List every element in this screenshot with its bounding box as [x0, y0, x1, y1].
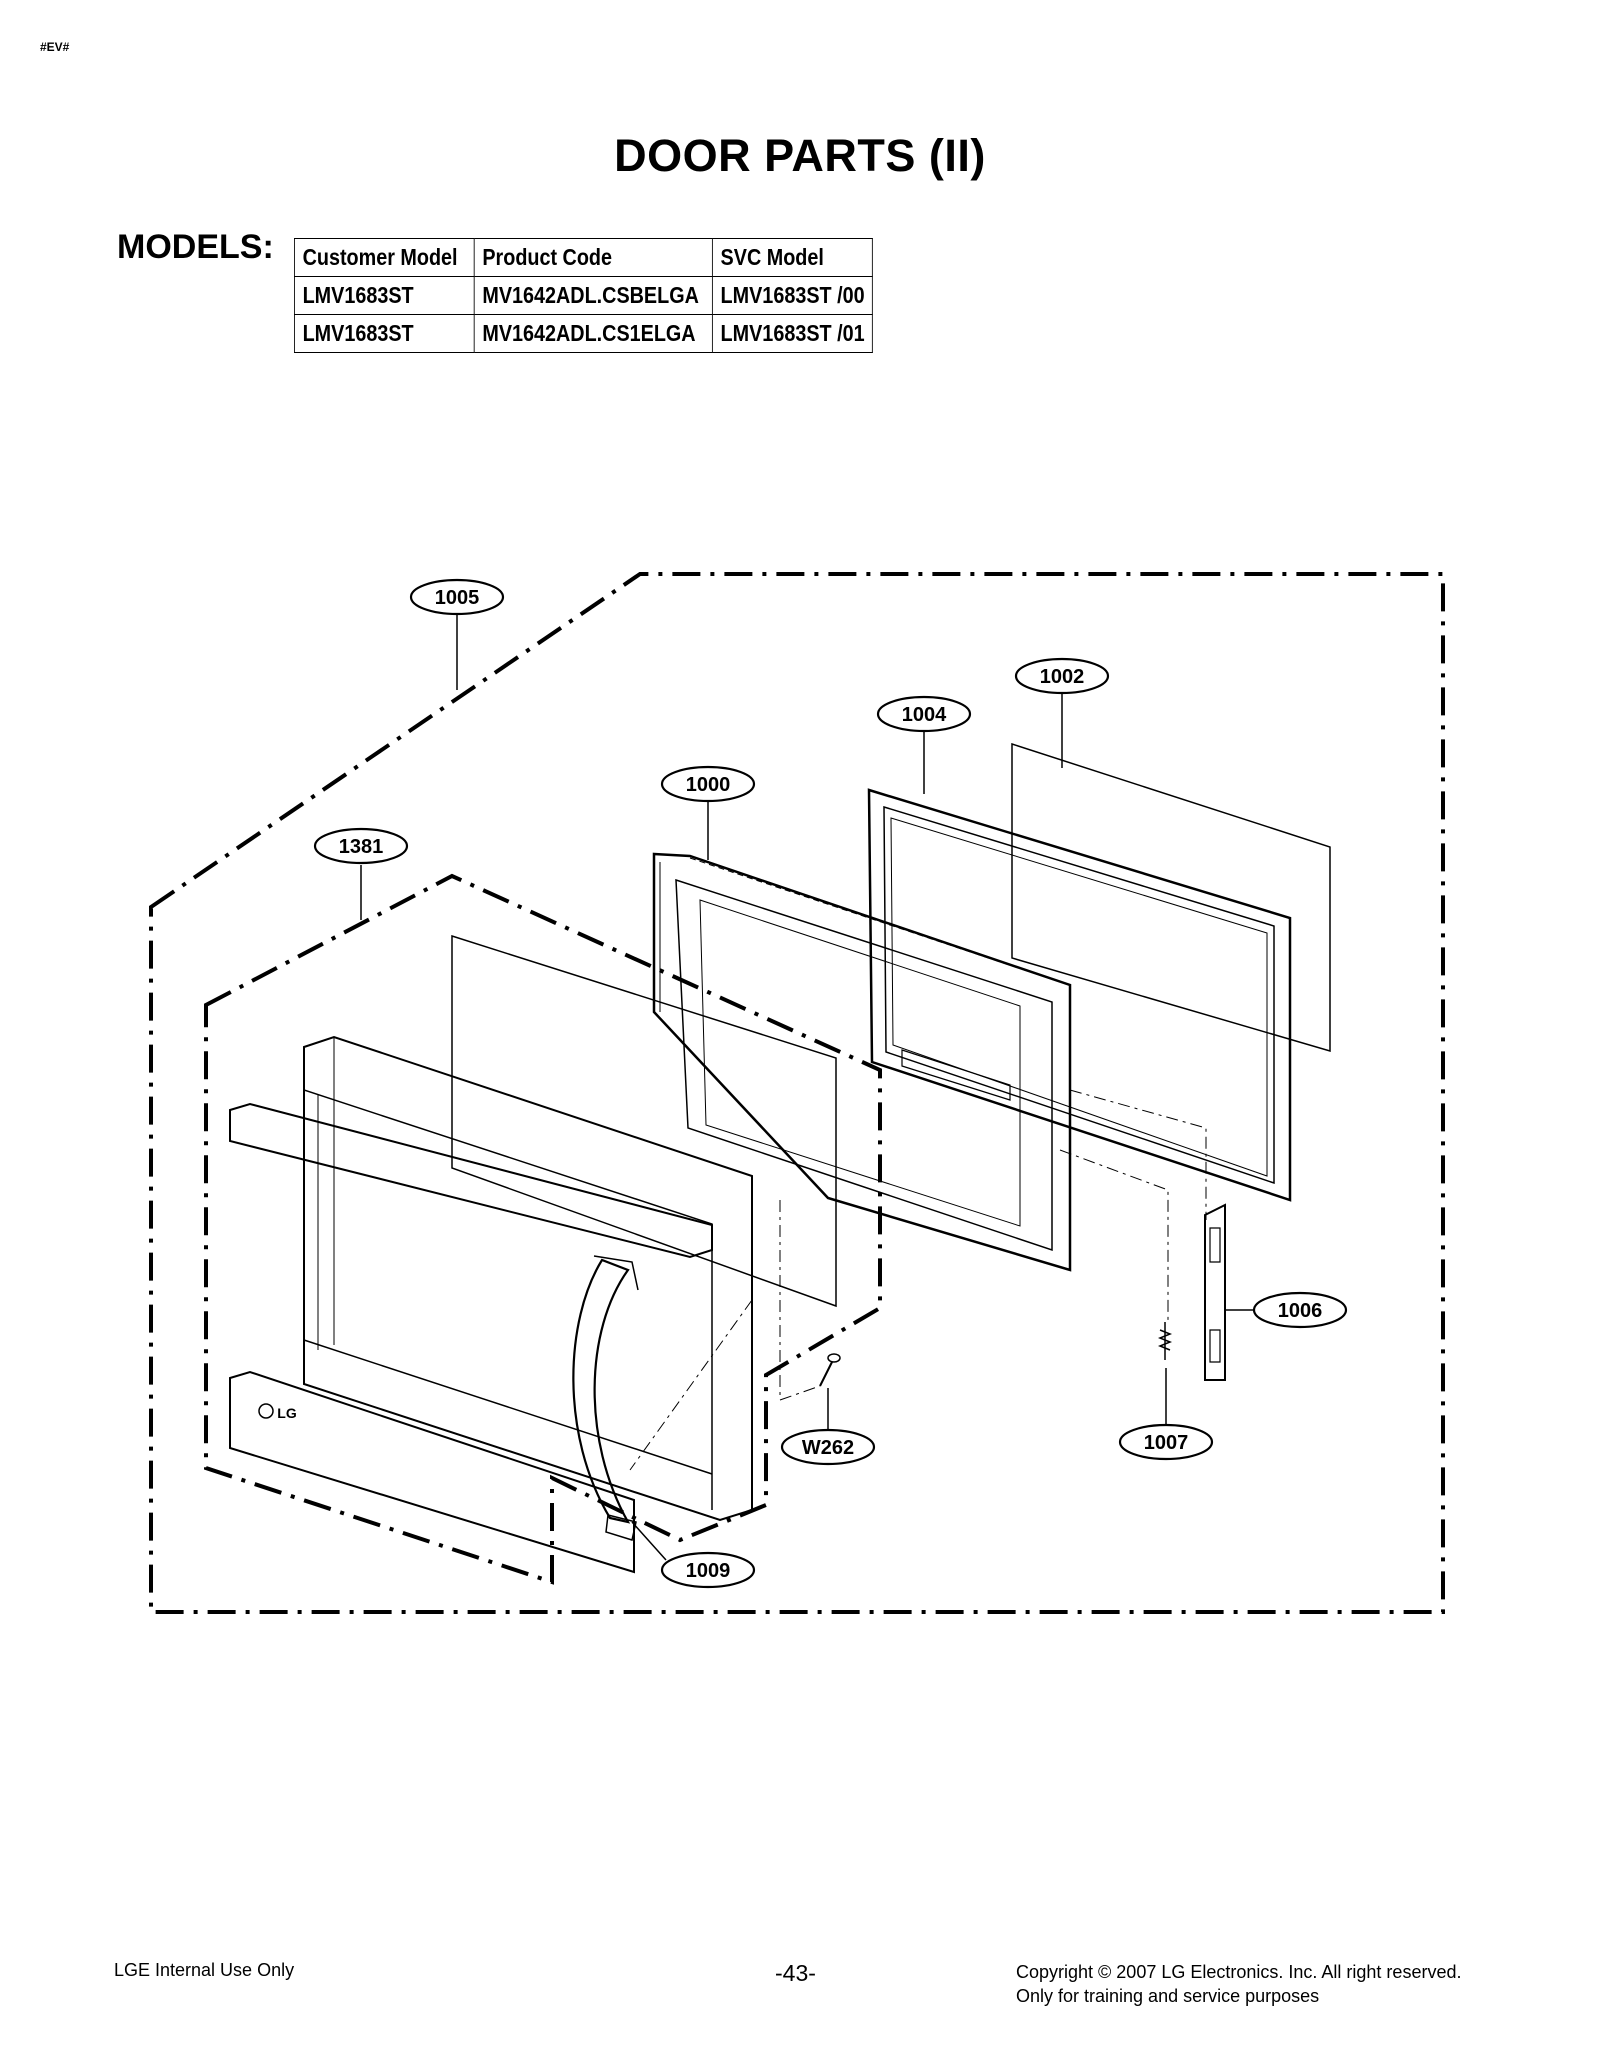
assembly-boundary-1005 — [149, 572, 1445, 1614]
part-label-1009: 1009 — [686, 1560, 731, 1582]
column-header: SVC Model — [711, 238, 874, 277]
footer-internal-use: LGE Internal Use Only — [114, 1960, 295, 1980]
svc-model-cell: LMV1683ST /01 — [711, 314, 874, 353]
page-title: DOOR PARTS (II) — [614, 130, 986, 181]
callout-oval-1009 — [660, 1551, 756, 1589]
frame-1004 — [867, 788, 1292, 1202]
callout-oval-1381 — [313, 827, 409, 865]
column-header: Product Code — [473, 238, 713, 277]
callout-oval-1004 — [876, 695, 972, 733]
part-label-1006: 1006 — [1278, 1300, 1323, 1322]
callout-oval-1006 — [1252, 1291, 1348, 1329]
product-code-cell: MV1642ADL.CS1ELGA — [473, 314, 713, 353]
top-trim-bar — [229, 1102, 713, 1259]
svc-model-cell: LMV1683ST /00 — [711, 276, 874, 315]
part-label-1007: 1007 — [1144, 1432, 1189, 1454]
models-label: MODELS: — [117, 228, 274, 266]
footer-copyright: Copyright © 2007 LG Electronics. Inc. Al… — [1016, 1960, 1461, 2008]
callout-oval-1005 — [409, 578, 505, 616]
part-label-1000: 1000 — [686, 774, 731, 796]
models-table: Customer Model Product Code SVC Model LM… — [293, 238, 874, 353]
leader-1009 — [631, 1521, 667, 1561]
copyright-text: Copyright © 2007 LG Electronics. Inc. Al… — [1016, 1962, 1462, 1982]
usage-note: Only for training and service purposes — [1016, 1986, 1320, 2006]
part-label-w262: W262 — [802, 1437, 854, 1459]
bottom-front-panel — [229, 1370, 635, 1574]
part-label-1002: 1002 — [1040, 666, 1085, 688]
callout-oval-1007 — [1118, 1423, 1214, 1461]
code-tag: #EV# — [40, 40, 70, 54]
callout-oval-1000 — [660, 765, 756, 803]
handle-1009 — [572, 1255, 639, 1541]
part-label-1004: 1004 — [902, 704, 947, 726]
part-label-1381: 1381 — [339, 836, 384, 858]
part-label-1005: 1005 — [435, 587, 480, 609]
logo-text: LG — [277, 1405, 297, 1421]
column-header: Customer Model — [293, 238, 475, 277]
customer-model-cell: LMV1683ST — [293, 314, 475, 353]
assembly-boundary-1381 — [204, 873, 882, 1585]
door-panel-1000 — [652, 852, 1072, 1272]
outer-door-frame — [303, 1035, 753, 1522]
screw-w262 — [819, 1353, 841, 1387]
logo-mark — [258, 1403, 274, 1419]
table-header-row: Customer Model Product Code SVC Model — [293, 238, 874, 277]
latch-1006 — [1204, 1203, 1226, 1381]
page-number: -43- — [775, 1960, 816, 1986]
glass-sheet-1381 — [451, 934, 837, 1308]
spring-1007 — [1157, 1322, 1173, 1360]
table-row: LMV1683ST MV1642ADL.CS1ELGA LMV1683ST /0… — [293, 314, 874, 353]
callout-oval-w262 — [780, 1428, 876, 1466]
callout-oval-1002 — [1014, 657, 1110, 695]
glass-sheet-1002 — [1011, 742, 1331, 1053]
